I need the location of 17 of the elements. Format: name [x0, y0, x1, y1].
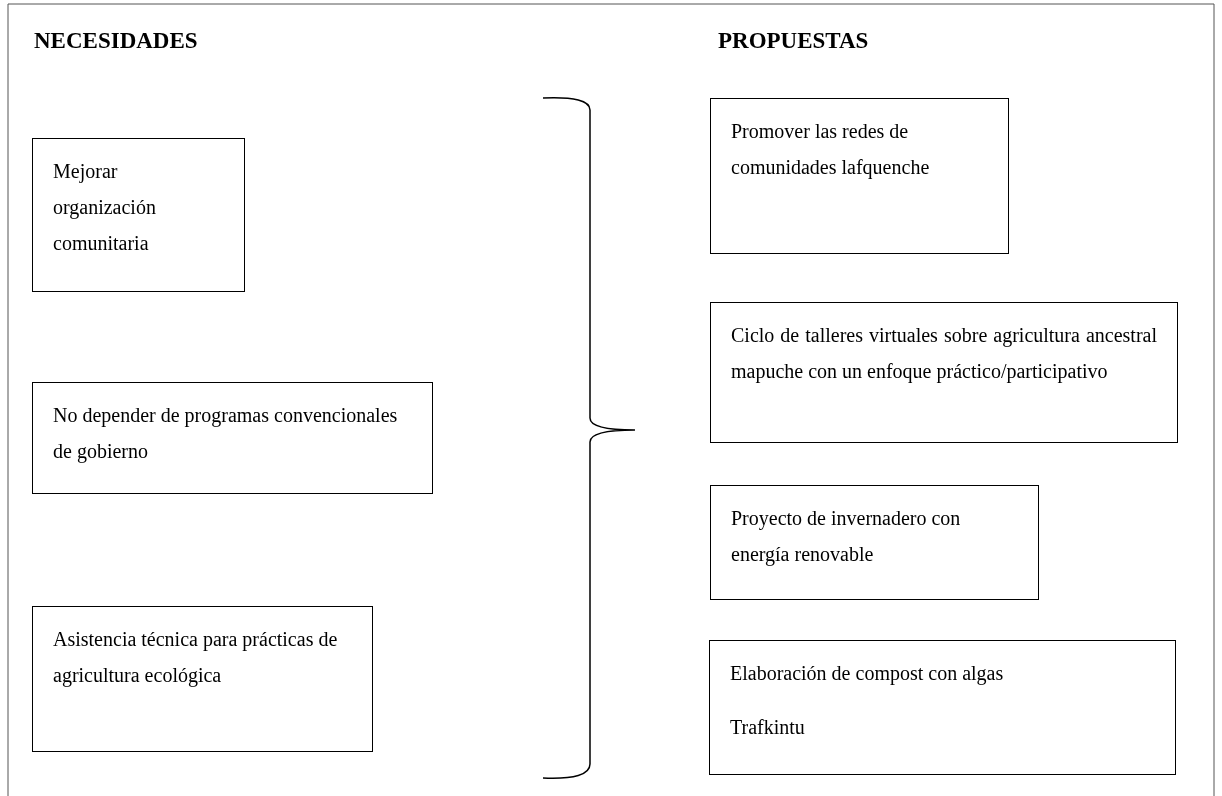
box-text: Trafkintu	[730, 715, 806, 740]
column-heading: PROPUESTAS	[718, 28, 869, 54]
text-box	[710, 302, 1178, 443]
box-text: Ciclo de talleres virtuales sobre agricultura ancestral mapuche con un enfoque práctico/participativo	[731, 323, 1157, 385]
box-text: No depender de programas convencionales de gobierno	[53, 403, 399, 465]
box-text: Elaboración de compost con algas	[730, 661, 1005, 687]
box-text: Asistencia técnica para prácticas de agricultura ecológica	[53, 627, 339, 689]
box-text: Mejorar organización comunitaria	[53, 159, 157, 256]
text-box	[709, 640, 1176, 775]
text-box	[710, 485, 1039, 600]
box-text: Promover las redes de comunidades lafquenche	[731, 119, 931, 181]
text-box	[32, 382, 433, 494]
column-heading: NECESIDADES	[34, 28, 198, 54]
box-text: Proyecto de invernadero con energía renovable	[731, 506, 962, 568]
text-box	[32, 606, 373, 752]
text-box	[32, 138, 245, 292]
text-box	[710, 98, 1009, 254]
